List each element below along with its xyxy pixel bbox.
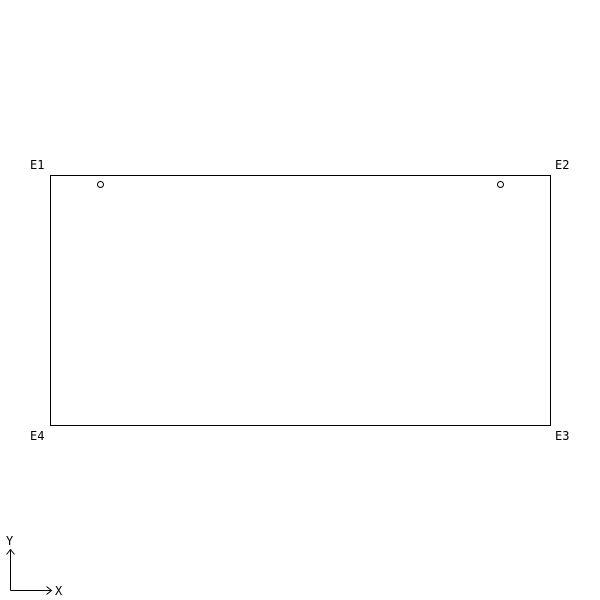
corner-label-e2: E2 [555,158,569,172]
panel-outline [50,175,551,426]
y-axis-label: Y [6,534,14,548]
corner-label-e4: E4 [30,429,44,443]
x-axis-label: X [55,584,63,598]
x-axis-arrowhead-icon [46,586,53,595]
corner-label-e3: E3 [555,429,569,443]
hole-right [497,181,504,188]
axis-indicator: Y X [6,534,63,598]
y-axis-arrowhead-icon [6,548,15,555]
hole-left [97,181,104,188]
corner-label-e1: E1 [30,158,44,172]
